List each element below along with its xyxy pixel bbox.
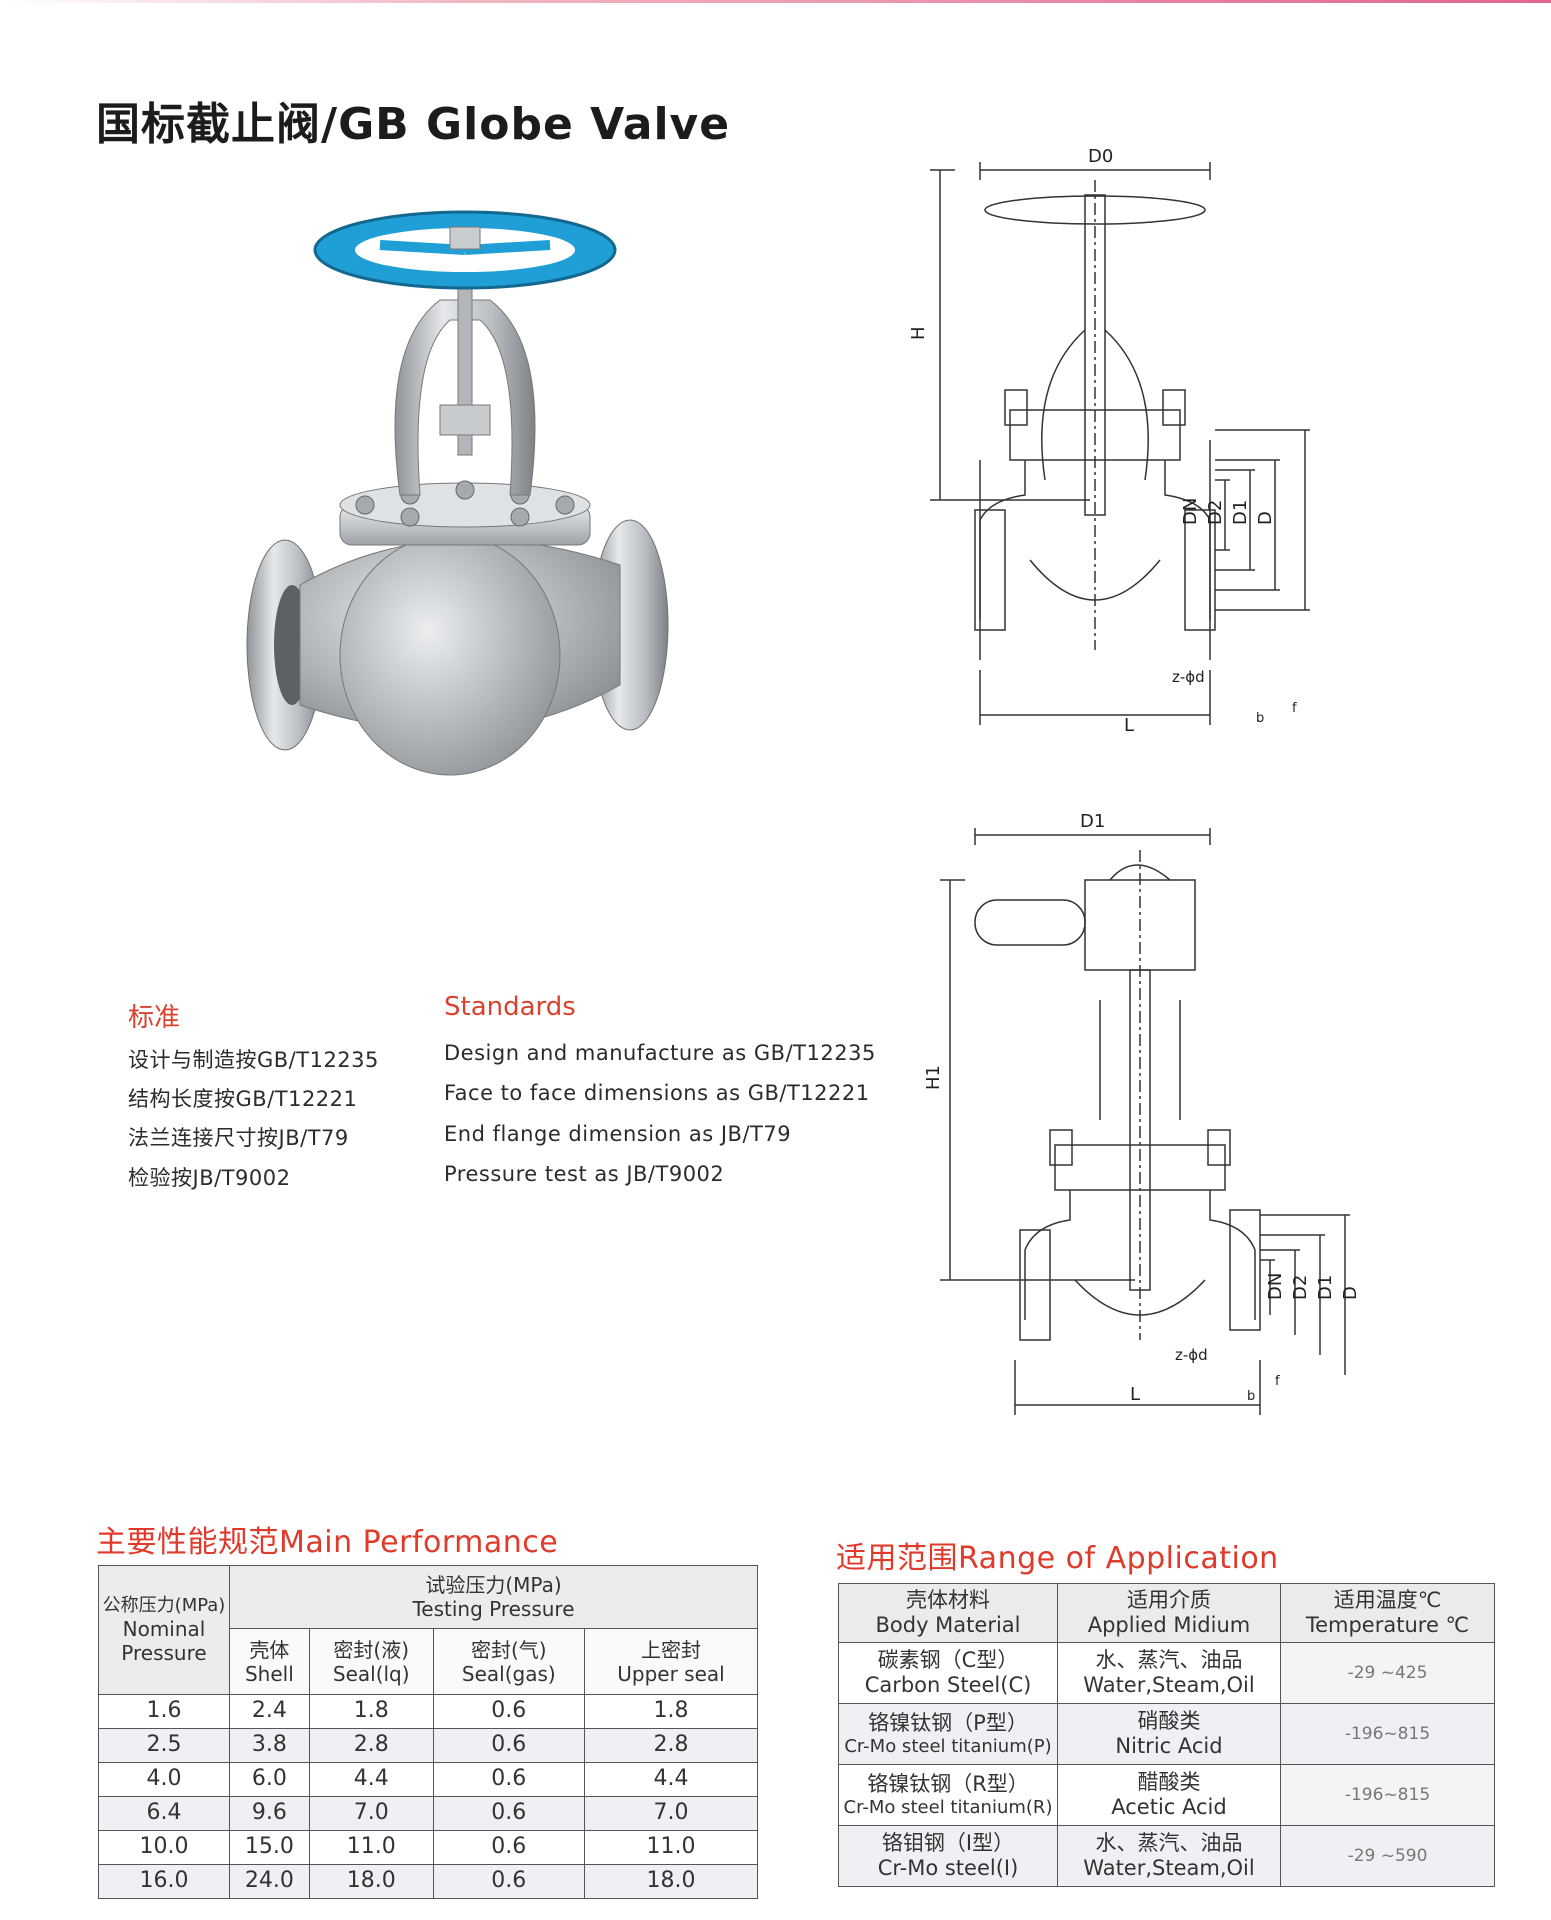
dim-z-phi-d: z-ϕd bbox=[1172, 668, 1205, 686]
valve-photo bbox=[246, 210, 669, 776]
col-testing-pressure: 试验压力(MPa) Testing Pressure bbox=[229, 1565, 758, 1629]
dim-DN: DN bbox=[1180, 498, 1201, 525]
standard-en-item: End flange dimension as JB/T79 bbox=[444, 1122, 792, 1146]
col-nominal-pressure: 公称压力(MPa) Nominal Pressure bbox=[98, 1565, 230, 1695]
standards-heading-en: Standards bbox=[444, 992, 576, 1022]
dim-b: b bbox=[1256, 711, 1264, 726]
col-seal-liquid: 密封(液)Seal(lq) bbox=[308, 1628, 434, 1695]
standard-cn-item: 检验按JB/T9002 bbox=[128, 1166, 291, 1190]
dim-D1-top: D1 bbox=[1080, 811, 1105, 832]
dim-H1: H1 bbox=[925, 1065, 944, 1090]
dim-D-2: D bbox=[1340, 1286, 1361, 1300]
dim-L: L bbox=[1124, 715, 1134, 736]
standard-cn-item: 结构长度按GB/T12221 bbox=[128, 1087, 358, 1111]
dim-z-phi-d-2: z-ϕd bbox=[1175, 1346, 1208, 1364]
dim-D: D bbox=[1255, 511, 1276, 525]
dim-D2-2: D2 bbox=[1290, 1275, 1311, 1300]
dim-DN-2: DN bbox=[1265, 1273, 1286, 1300]
performance-table: 公称压力(MPa) Nominal Pressure 试验压力(MPa) Tes… bbox=[98, 1565, 759, 1899]
dim-D2: D2 bbox=[1205, 500, 1226, 525]
standard-en-item: Pressure test as JB/T9002 bbox=[444, 1162, 725, 1186]
application-heading: 适用范围Range of Application bbox=[836, 1541, 1279, 1576]
dim-L-2: L bbox=[1130, 1384, 1140, 1405]
dim-f-2: f bbox=[1275, 1374, 1280, 1389]
standard-en-item: Face to face dimensions as GB/T12221 bbox=[444, 1081, 870, 1105]
top-accent-line bbox=[0, 0, 1551, 3]
col-seal-gas: 密封(气)Seal(gas) bbox=[432, 1628, 585, 1695]
dim-D1: D1 bbox=[1230, 500, 1251, 525]
dim-D0: D0 bbox=[1088, 146, 1113, 167]
standards-heading-cn: 标准 bbox=[128, 1003, 181, 1033]
dim-f: f bbox=[1292, 701, 1297, 716]
dim-D1-2: D1 bbox=[1315, 1275, 1336, 1300]
drawing-manual-valve: D0 H DN D2 D1 D z-ϕd L b f bbox=[910, 146, 1310, 736]
dim-H: H bbox=[910, 326, 929, 340]
performance-heading: 主要性能规范Main Performance bbox=[96, 1525, 559, 1560]
standard-cn-item: 设计与制造按GB/T12235 bbox=[128, 1048, 379, 1072]
drawing-actuated-valve: D1 H1 DN D2 D1 D z-ϕd L b f bbox=[925, 811, 1361, 1415]
dim-b-2: b bbox=[1247, 1389, 1255, 1404]
page-title: 国标截止阀/GB Globe Valve bbox=[96, 99, 731, 150]
standard-en-item: Design and manufacture as GB/T12235 bbox=[444, 1041, 876, 1065]
standard-cn-item: 法兰连接尺寸按JB/T79 bbox=[128, 1126, 349, 1150]
